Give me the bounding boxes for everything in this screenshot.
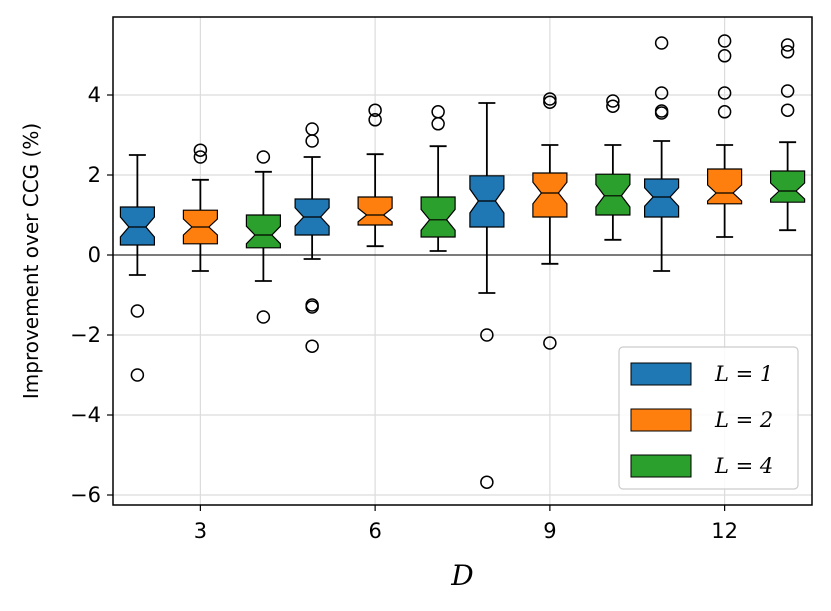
notched-box	[420, 196, 456, 238]
outlier-point	[480, 328, 494, 342]
x-tick-label: 3	[194, 519, 207, 543]
outlier-point	[543, 336, 557, 350]
outlier-point	[193, 150, 208, 164]
y-tick-label: 0	[88, 243, 101, 267]
outlier-point	[130, 368, 145, 382]
notched-box	[643, 178, 680, 218]
box-l=4	[769, 38, 806, 232]
outlier-point	[780, 103, 795, 117]
outlier-point	[654, 36, 669, 50]
legend-swatch	[630, 454, 692, 478]
y-tick-label: −6	[70, 483, 101, 507]
box-l=2	[357, 103, 393, 248]
box-l=4	[595, 94, 631, 241]
outlier-point	[305, 134, 319, 148]
outlier-point	[368, 103, 382, 117]
box-series-group	[119, 34, 806, 489]
legend-label: L = 1	[714, 362, 773, 386]
notched-box	[357, 196, 393, 226]
x-tick-label: 6	[368, 519, 381, 543]
outlier-point	[193, 143, 208, 157]
outlier-point	[606, 99, 620, 113]
box-l=2	[182, 143, 218, 272]
outlier-point	[717, 49, 732, 63]
legend-label: L = 4	[714, 454, 773, 478]
outlier-point	[780, 38, 795, 52]
notched-box	[706, 168, 743, 205]
outlier-point	[130, 304, 145, 318]
outlier-point	[305, 339, 319, 353]
box-l=4	[245, 150, 281, 324]
outlier-point	[717, 86, 732, 100]
outlier-point	[780, 84, 795, 98]
legend: L = 1 L = 2 L = 4	[618, 346, 799, 490]
outlier-point	[480, 475, 494, 489]
y-tick-label: −4	[70, 403, 101, 427]
y-tick-label: 2	[88, 163, 101, 187]
box-l=1	[119, 154, 155, 382]
outlier-point	[543, 95, 557, 109]
plot-frame	[112, 16, 813, 506]
notched-box	[119, 206, 155, 246]
notched-box	[532, 172, 568, 218]
outlier-point	[256, 310, 271, 324]
notched-box	[769, 170, 806, 203]
x-tick-label: 9	[543, 519, 556, 543]
box-l=2	[532, 92, 568, 350]
legend-swatch	[630, 408, 692, 432]
box-l=1	[294, 122, 330, 353]
box-l=1	[643, 36, 680, 272]
box-l=4	[420, 105, 456, 252]
outlier-point	[780, 45, 795, 59]
outlier-point	[305, 122, 319, 136]
y-axis-label: Improvement over CCG (%)	[19, 123, 43, 399]
box-l=2	[706, 34, 743, 238]
outlier-point	[654, 86, 669, 100]
legend-swatch	[630, 362, 692, 386]
axis-ticks: −6 −4 −2 0 2 4 3 6 9 12	[70, 83, 738, 543]
notched-box	[595, 173, 631, 216]
outlier-point	[431, 117, 445, 131]
x-axis-label: D	[450, 559, 473, 592]
outlier-point	[305, 300, 319, 314]
outlier-point	[256, 150, 271, 164]
x-tick-label: 12	[711, 519, 738, 543]
outlier-point	[431, 105, 445, 119]
box-l=1	[469, 102, 505, 489]
outlier-point	[543, 92, 557, 106]
y-tick-label: 4	[88, 83, 101, 107]
outlier-point	[717, 34, 732, 48]
outlier-point	[368, 113, 382, 127]
outlier-point	[654, 104, 669, 118]
notched-box	[245, 214, 281, 249]
outlier-point	[717, 105, 732, 119]
outlier-point	[606, 94, 620, 108]
y-tick-label: −2	[70, 323, 101, 347]
legend-label: L = 2	[714, 408, 773, 432]
